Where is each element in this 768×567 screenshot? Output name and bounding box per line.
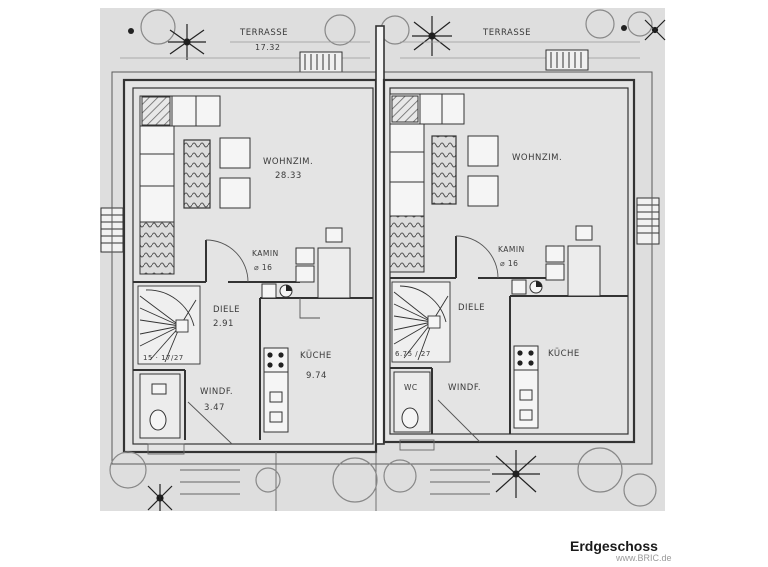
left-terrace-area: 17.32	[255, 43, 280, 52]
right-living-door-swing	[455, 235, 499, 279]
right-unit: WOHNZIM. KAMIN ⌀ 16	[382, 78, 636, 444]
right-living-label: WOHNZIM.	[512, 153, 562, 163]
left-plant-box	[141, 96, 171, 126]
left-porch-area: 3.47	[204, 403, 225, 413]
garden-top	[140, 9, 653, 46]
right-fireplace-dim: ⌀ 16	[500, 259, 518, 268]
terrace-grate-left	[299, 51, 343, 73]
left-kitchen-door	[299, 298, 320, 319]
left-toilet	[149, 409, 167, 431]
watermark: www.BRIC.de	[616, 553, 672, 563]
right-stove-icon	[517, 350, 534, 366]
right-stair	[391, 281, 451, 363]
left-stair	[137, 285, 201, 365]
left-hall-label: DIELE	[213, 305, 240, 315]
left-stair-label: 15 · 17/27	[143, 354, 184, 362]
front-paths	[147, 439, 490, 511]
left-fireplace-dim: ⌀ 16	[254, 263, 272, 272]
left-kitchen-area: 9.74	[306, 371, 327, 381]
right-hall-label: DIELE	[458, 303, 485, 313]
tree-far-right	[644, 19, 666, 41]
left-hall-area: 2.91	[213, 319, 234, 329]
right-entry-door	[437, 399, 481, 443]
right-sofa	[389, 93, 465, 217]
left-fireplace-block	[295, 265, 315, 283]
right-flue-mark	[536, 281, 542, 287]
side-grille-right	[636, 197, 660, 245]
left-interior-wall-line	[132, 87, 374, 445]
right-stool	[575, 225, 593, 241]
right-wc-label: WC	[404, 383, 418, 392]
left-chimney	[261, 283, 277, 299]
left-stove-icon	[267, 352, 284, 368]
right-porch-label: WINDF.	[448, 383, 481, 393]
left-living-door-swing	[205, 239, 249, 283]
left-stool	[325, 227, 343, 243]
right-shelf	[567, 245, 601, 297]
right-chimney	[511, 279, 527, 295]
right-fireplace-block	[545, 245, 565, 263]
post-marker	[621, 25, 627, 31]
left-kitchen-counter	[263, 347, 289, 433]
left-kitchen-label: KÜCHE	[300, 350, 332, 361]
left-flue-mark	[286, 285, 292, 291]
right-stair-label: 6.75 / 27	[395, 350, 431, 358]
plan-caption: Erdgeschoss	[570, 538, 658, 554]
left-shelf	[317, 247, 351, 299]
left-terrace-label: TERRASSE	[239, 28, 288, 38]
right-kitchen-label: KÜCHE	[548, 348, 580, 359]
left-living-area: 28.33	[275, 171, 302, 181]
left-coffee-table	[183, 139, 211, 209]
tree-top-left	[168, 24, 206, 60]
left-entry-door	[187, 401, 233, 445]
party-wall	[375, 25, 385, 445]
left-armchair	[219, 137, 251, 169]
garden-bottom	[109, 447, 657, 507]
left-partitions	[133, 240, 373, 440]
right-fireplace-label: KAMIN	[498, 245, 525, 254]
left-unit: WOHNZIM. 28.33 KAMIN ⌀ 16	[122, 78, 378, 454]
tree-top-right	[412, 16, 452, 56]
right-coffee-table	[431, 135, 457, 205]
right-armchair	[467, 135, 499, 167]
left-side-cabinet	[139, 221, 175, 275]
right-toilet	[401, 407, 419, 429]
left-armchair	[219, 177, 251, 209]
right-terrace-label: TERRASSE	[482, 28, 531, 38]
tree-bottom-center	[492, 450, 540, 498]
left-porch-label: WINDF.	[200, 387, 233, 397]
left-fireplace-label: KAMIN	[252, 249, 279, 258]
tree-bottom-left	[147, 484, 173, 511]
left-basin	[151, 383, 167, 395]
right-fireplace-block	[545, 263, 565, 281]
left-living-label: WOHNZIM.	[263, 157, 313, 167]
right-kitchen-counter	[513, 345, 539, 429]
terrace-grate-right	[545, 49, 589, 71]
right-side-cabinet	[389, 215, 425, 273]
right-armchair	[467, 175, 499, 207]
left-fireplace-block	[295, 247, 315, 265]
post-marker	[128, 28, 134, 34]
right-plant-box	[391, 95, 419, 123]
